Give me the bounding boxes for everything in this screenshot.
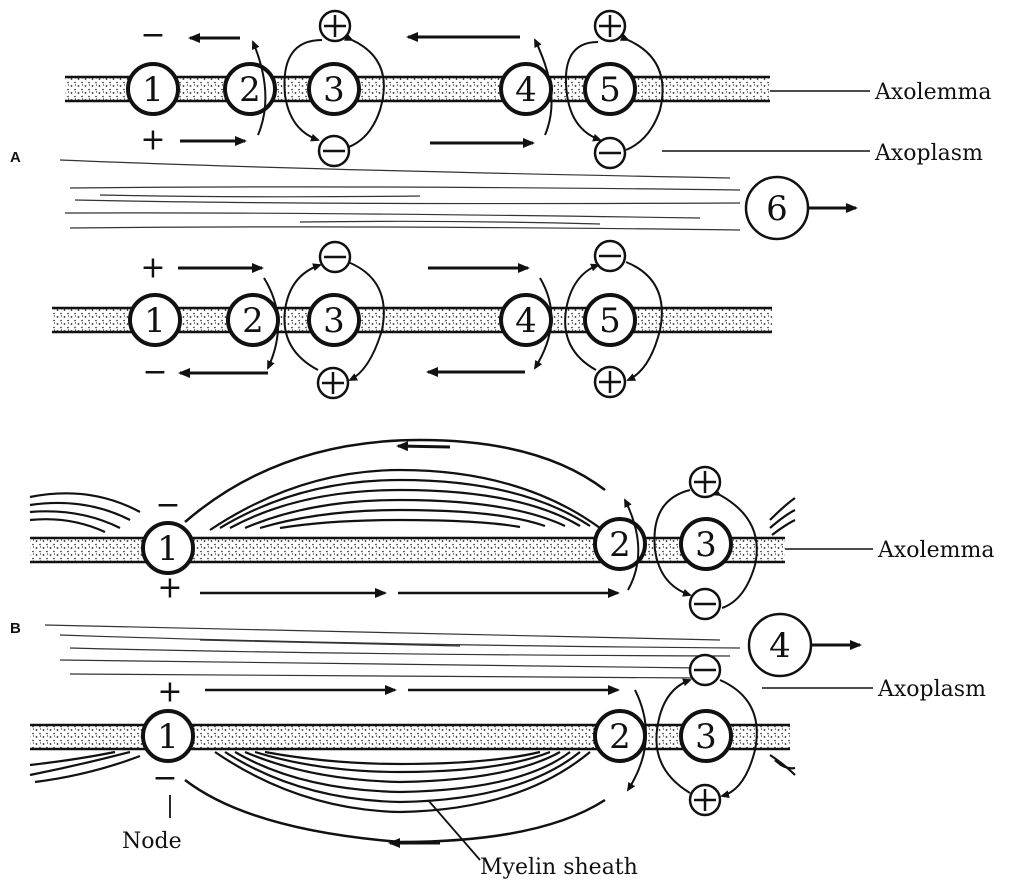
svg-text:4: 4 — [515, 70, 537, 110]
svg-text:2: 2 — [239, 70, 261, 110]
panel-a-top-membrane — [65, 75, 770, 103]
svg-text:1: 1 — [142, 70, 164, 110]
panel-a-top-node-5: 5 — [583, 62, 637, 116]
panel-b-axolemma-label: Axolemma — [877, 538, 994, 563]
panel-b-top-minus: − — [155, 488, 180, 523]
panel-b-bottom-node-2: 2 — [593, 709, 647, 763]
panel-b-top-circled-minus — [688, 587, 722, 621]
panel-a-top-node-1: 1 — [126, 62, 180, 116]
panel-a-bottom-node-3: 3 — [307, 293, 361, 347]
svg-text:3: 3 — [323, 301, 345, 341]
svg-text:3: 3 — [323, 70, 345, 110]
panel-a-top-circled-plus-1 — [318, 9, 352, 43]
panel-a-bottom-circled-minus-2 — [593, 239, 627, 273]
panel-b-bottom-node-3: 3 — [679, 709, 733, 763]
panel-b-bottom-loops — [626, 678, 758, 799]
panel-b-myelin-bottom — [29, 750, 796, 814]
svg-text:5: 5 — [599, 70, 621, 110]
panel-b-letter: B — [10, 620, 21, 637]
svg-text:2: 2 — [609, 525, 631, 565]
svg-text:1: 1 — [144, 301, 166, 341]
panel-a-direction-marker: 6 — [744, 175, 858, 241]
myelin-leader — [427, 799, 481, 861]
panel-a-top-loops — [251, 33, 664, 151]
svg-text:4: 4 — [515, 301, 537, 341]
svg-text:3: 3 — [695, 717, 717, 757]
panel-b-bottom-node-1: 1 — [141, 709, 195, 763]
panel-a-axoplasm-label: Axoplasm — [874, 141, 983, 166]
svg-text:2: 2 — [242, 301, 264, 341]
panel-b-direction-marker: 4 — [747, 612, 862, 678]
panel-b-top-plus: + — [157, 571, 182, 606]
myelin-label: Myelin sheath — [480, 855, 638, 880]
panel-a-top-circled-plus-2 — [593, 9, 627, 43]
panel-b-top-saltatory-arc — [184, 438, 606, 523]
panel-a-bottom-loops — [263, 261, 663, 381]
panel-a-bottom-node-5: 5 — [583, 293, 637, 347]
panel-a-top-node-4: 4 — [499, 62, 553, 116]
panel-b-axoplasm-label: Axoplasm — [877, 677, 986, 702]
panel-a-letter: A — [10, 149, 21, 166]
panel-b-top-circled-plus — [688, 465, 722, 499]
panel-b-myelin-top — [29, 468, 796, 536]
panel-a-bottom-node-2: 2 — [226, 293, 280, 347]
panel-b-top-loops — [624, 488, 758, 609]
panel-a-top-minus: − — [140, 18, 165, 53]
panel-a-bottom-circled-minus-1 — [318, 240, 352, 274]
panel-b-bottom-circled-plus — [688, 783, 722, 817]
panel-a-bottom-circled-plus-1 — [316, 366, 350, 400]
panel-a-bottom-node-4: 4 — [499, 293, 553, 347]
panel-a-top-node-3: 3 — [307, 62, 361, 116]
panel-a-top-plus: + — [140, 123, 165, 158]
panel-b-top-node-2: 2 — [593, 517, 647, 571]
panel-b-bottom-plus: + — [157, 675, 182, 710]
panel-a-bottom-node-1: 1 — [128, 293, 182, 347]
svg-text:1: 1 — [157, 717, 179, 757]
panel-b-top-node-3: 3 — [679, 517, 733, 571]
svg-text:4: 4 — [769, 626, 791, 666]
svg-text:2: 2 — [609, 717, 631, 757]
panel-a-bottom-plus: + — [140, 251, 165, 286]
svg-text:1: 1 — [157, 529, 179, 569]
svg-text:5: 5 — [599, 301, 621, 341]
panel-a-top-node-2: 2 — [223, 62, 277, 116]
panel-a-axoplasm-streaks — [59, 159, 741, 231]
panel-b-bottom-minus: − — [152, 761, 177, 796]
panel-a-axolemma-label: Axolemma — [874, 80, 991, 105]
svg-text:3: 3 — [695, 525, 717, 565]
panel-a-top-circled-minus-2 — [593, 136, 627, 170]
node-label: Node — [122, 829, 182, 854]
panel-a-top-circled-minus-1 — [317, 134, 351, 168]
panel-b-top-arc-arrow — [396, 441, 451, 452]
panel-a-bottom-circled-plus-2 — [593, 365, 627, 399]
panel-a-bottom-minus: − — [142, 355, 167, 390]
panel-b-bottom-circled-minus — [688, 653, 722, 687]
panel-b-top-node-1: 1 — [141, 521, 195, 575]
svg-text:6: 6 — [766, 189, 788, 229]
panel-b-axoplasm-streaks — [44, 624, 741, 679]
